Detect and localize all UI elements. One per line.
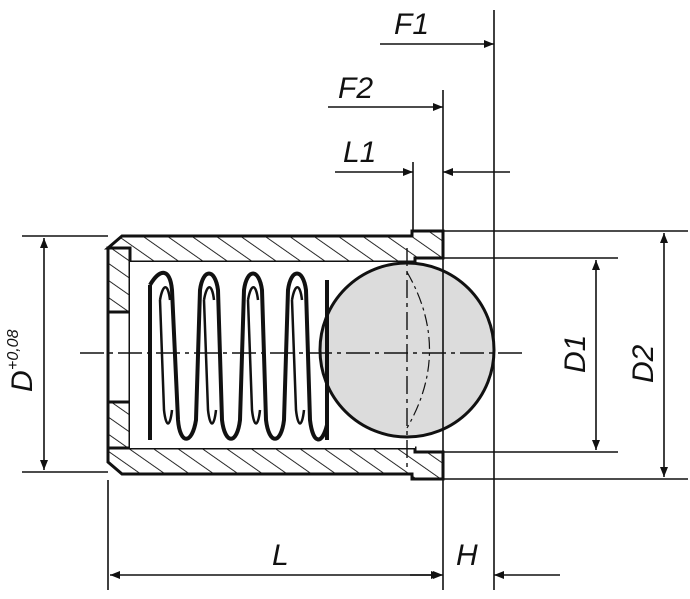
spring-coil-inner xyxy=(158,286,306,425)
spring xyxy=(148,270,329,442)
centerlines xyxy=(80,248,525,470)
dimension-lines xyxy=(40,40,668,579)
spring-coil xyxy=(148,270,329,442)
label-d: D xyxy=(6,370,39,392)
label-f2: F2 xyxy=(338,72,373,105)
label-d1: D1 xyxy=(559,335,592,373)
label-l: L xyxy=(272,539,289,572)
label-d2-group: D2 xyxy=(627,344,660,383)
label-d2: D2 xyxy=(627,344,660,383)
label-f1: F1 xyxy=(394,8,429,41)
housing-bottom-wall xyxy=(106,446,445,481)
label-d-tolerance: +0,08 xyxy=(5,329,22,370)
label-h: H xyxy=(456,539,478,572)
slot xyxy=(106,310,132,404)
label-l1: L1 xyxy=(343,136,376,169)
label-d-group: D +0,08 xyxy=(5,329,39,392)
housing-top-wall xyxy=(103,229,445,264)
label-d1-group: D1 xyxy=(559,335,592,373)
